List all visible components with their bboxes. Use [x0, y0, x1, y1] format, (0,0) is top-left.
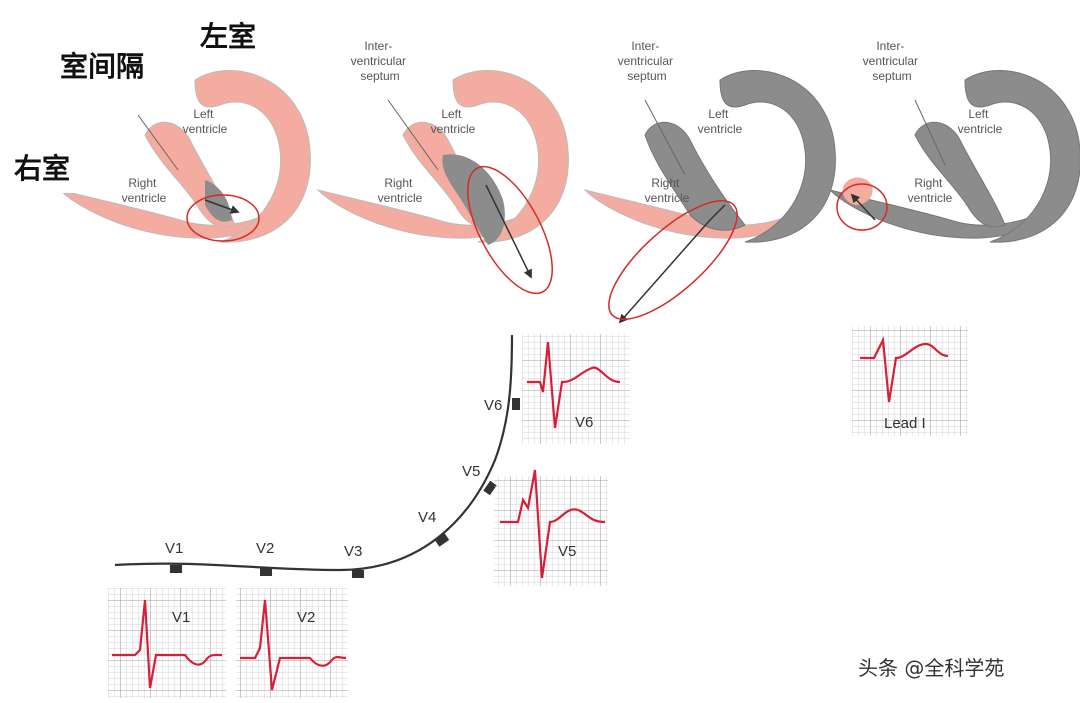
- septum-label: Inter-: [631, 39, 659, 53]
- svg-text:Left ventricle: Left ventricle: [698, 107, 743, 136]
- svg-text:Right ventricle: Right ventricle: [645, 176, 690, 205]
- electrode-v4: [434, 533, 450, 547]
- vector-circle-4: [836, 183, 888, 231]
- left-ventricle-annotation-cn: 左室: [200, 20, 256, 53]
- right-ventricle-label: Right: [128, 176, 157, 190]
- lead-v1-label: V1: [165, 540, 183, 557]
- left-ventricle-depolarized: [964, 70, 1080, 243]
- ecg-label-v5: V5: [558, 543, 576, 560]
- svg-text:Right ventricle: Right ventricle: [378, 176, 423, 205]
- ecg-trace-v6: [527, 341, 621, 429]
- lead-v2-label: V2: [256, 540, 274, 557]
- svg-text:Inter- ventricular: Inter- ventricular septum: [351, 39, 410, 83]
- ecg-label-lead-i: Lead I: [884, 415, 926, 432]
- vector-circle-1: [186, 194, 260, 242]
- ecg-strip-lead-i: Lead I: [852, 326, 968, 436]
- septum-annotation-cn: 室间隔: [60, 50, 144, 83]
- electrode-v5: [483, 480, 497, 496]
- heart-stage-2: Inter- ventricular septum Left ventricle…: [316, 39, 569, 295]
- left-ventricle-depolarized: [719, 70, 836, 243]
- ecg-label-v6: V6: [575, 414, 593, 431]
- depolarized-region: [442, 154, 505, 245]
- watermark: 头条 @全科学苑: [858, 656, 1005, 680]
- electrode-v6: [512, 398, 520, 410]
- right-ventricle-label: Right: [651, 176, 680, 190]
- svg-text:Left ventricle: Left ventricle: [958, 107, 1003, 136]
- ecg-trace-v1: [112, 599, 223, 689]
- ecg-trace-lead-i: [860, 336, 949, 403]
- septum-depolarized: [644, 121, 746, 231]
- ecg-strip-v6: V6: [522, 334, 630, 444]
- svg-text:Left ventricle: Left ventricle: [431, 107, 476, 136]
- ecg-trace-v2: [240, 599, 347, 691]
- lead-v6-label: V6: [484, 397, 502, 414]
- ecg-strip-v1: V1: [108, 588, 226, 698]
- septum-label: Inter-: [364, 39, 392, 53]
- electrode-v1: [170, 565, 182, 573]
- ecg-strip-v2: V2: [236, 588, 348, 698]
- lead-v5-label: V5: [462, 463, 480, 480]
- electrode-v3: [352, 570, 364, 578]
- svg-text:Right ventricle: Right ventricle: [908, 176, 953, 205]
- right-ventricle-annotation-cn: 右室: [14, 152, 70, 185]
- heart-stage-3: Inter- ventricular septum Left ventricle…: [583, 39, 836, 324]
- septum-depolarized-region: [205, 180, 232, 222]
- septum-label: Inter-: [876, 39, 904, 53]
- lead-v4-label: V4: [418, 509, 436, 526]
- right-ventricle-label: Right: [384, 176, 413, 190]
- left-ventricle-label: Left: [193, 107, 214, 121]
- electrode-v2: [260, 568, 272, 576]
- left-ventricle-label: Left: [708, 107, 729, 121]
- ecg-label-v2: V2: [297, 609, 315, 626]
- lead-v3-label: V3: [344, 543, 362, 560]
- septum-depolarized: [914, 121, 1006, 228]
- ecg-trace-v5: [500, 469, 606, 579]
- electrodes: [170, 398, 520, 578]
- svg-text:Right ventricle: Right ventricle: [122, 176, 167, 205]
- heart-stage-4: Inter- ventricular septum Left ventricle…: [828, 39, 1080, 243]
- left-ventricle-label: Left: [968, 107, 989, 121]
- ecg-strip-v5: V5: [494, 469, 608, 586]
- svg-text:Inter- ventricular: Inter- ventricular septum: [863, 39, 922, 83]
- ecg-label-v1: V1: [172, 609, 190, 626]
- vector-circle-2: [467, 165, 553, 295]
- left-ventricle-wall: [194, 70, 311, 243]
- left-ventricle-label: Left: [441, 107, 462, 121]
- svg-text:Left ventricle: Left ventricle: [183, 107, 228, 136]
- right-ventricle-label: Right: [914, 176, 943, 190]
- vector-circle-3: [608, 200, 738, 320]
- svg-text:Inter- ventricular: Inter- ventricular septum: [618, 39, 677, 83]
- chest-wall-curve: [114, 334, 514, 572]
- heart-stage-1: Left ventricle Right ventricle: [58, 70, 311, 243]
